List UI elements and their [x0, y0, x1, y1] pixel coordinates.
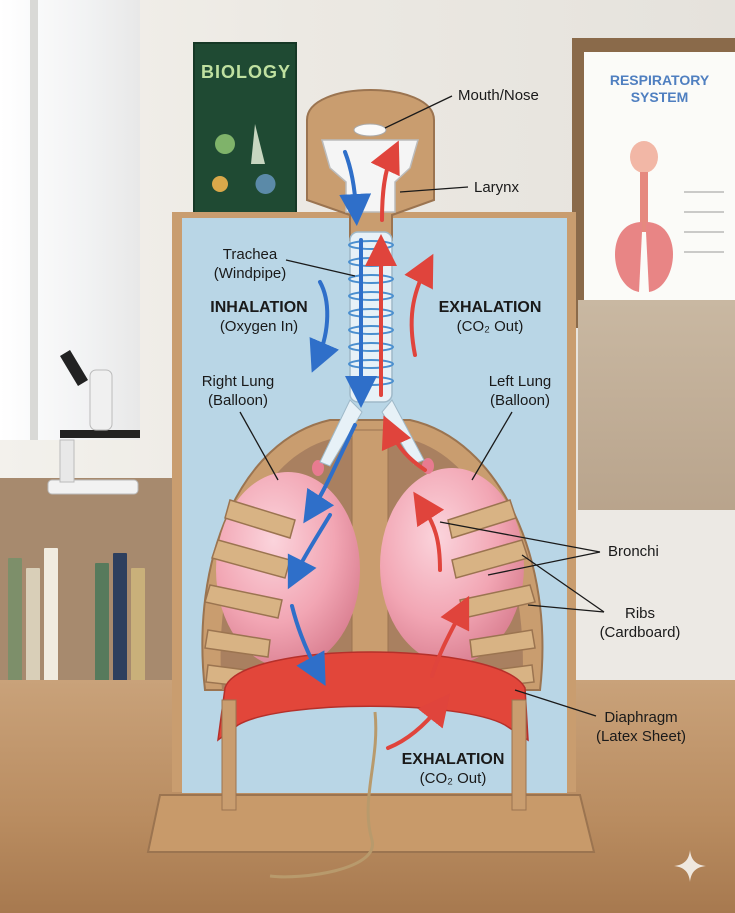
- cardboard-base: [146, 794, 596, 853]
- label-mouth-nose: Mouth/Nose: [458, 87, 539, 104]
- label-bronchi: Bronchi: [608, 543, 659, 560]
- microscope-icon: [47, 350, 140, 495]
- cardboard-ribs: [204, 499, 536, 689]
- biology-poster-title: BIOLOGY: [201, 62, 292, 82]
- biology-poster-art: [212, 124, 276, 194]
- inhalation-arrows: [287, 150, 377, 687]
- label-larynx: Larynx: [474, 179, 520, 196]
- cabinet-right: [575, 510, 735, 700]
- label-bottom-exhalation: EXHALATION (CO₂ Out): [401, 751, 505, 787]
- exhalation-arrows: [365, 140, 470, 750]
- right-bronchus-tube: [319, 399, 363, 467]
- respiratory-poster-diagram: [614, 141, 724, 292]
- sparkle-icon: [674, 850, 706, 882]
- label-trachea: Trachea (Windpipe): [213, 246, 287, 282]
- respiratory-poster: RESPIRATORY SYSTEM: [572, 38, 735, 328]
- label-inhalation: INHALATION (Oxygen In): [210, 299, 308, 335]
- leader-lines: [239, 95, 605, 717]
- label-ribs: Ribs (Cardboard): [599, 605, 681, 641]
- diaphragm-string: [269, 711, 378, 879]
- bookshelf-right: [578, 300, 735, 530]
- mouth-opening: [353, 123, 387, 137]
- window-frame: [30, 0, 38, 440]
- respiratory-poster-title: RESPIRATORY SYSTEM: [609, 72, 710, 105]
- label-right-lung: Right Lung (Balloon): [201, 373, 275, 409]
- label-left-lung: Left Lung (Balloon): [488, 373, 552, 409]
- label-diaphragm: Diaphragm (Latex Sheet): [595, 709, 687, 745]
- label-exhalation: EXHALATION (CO₂ Out): [438, 299, 542, 335]
- diaphragm-sheet: [217, 651, 529, 742]
